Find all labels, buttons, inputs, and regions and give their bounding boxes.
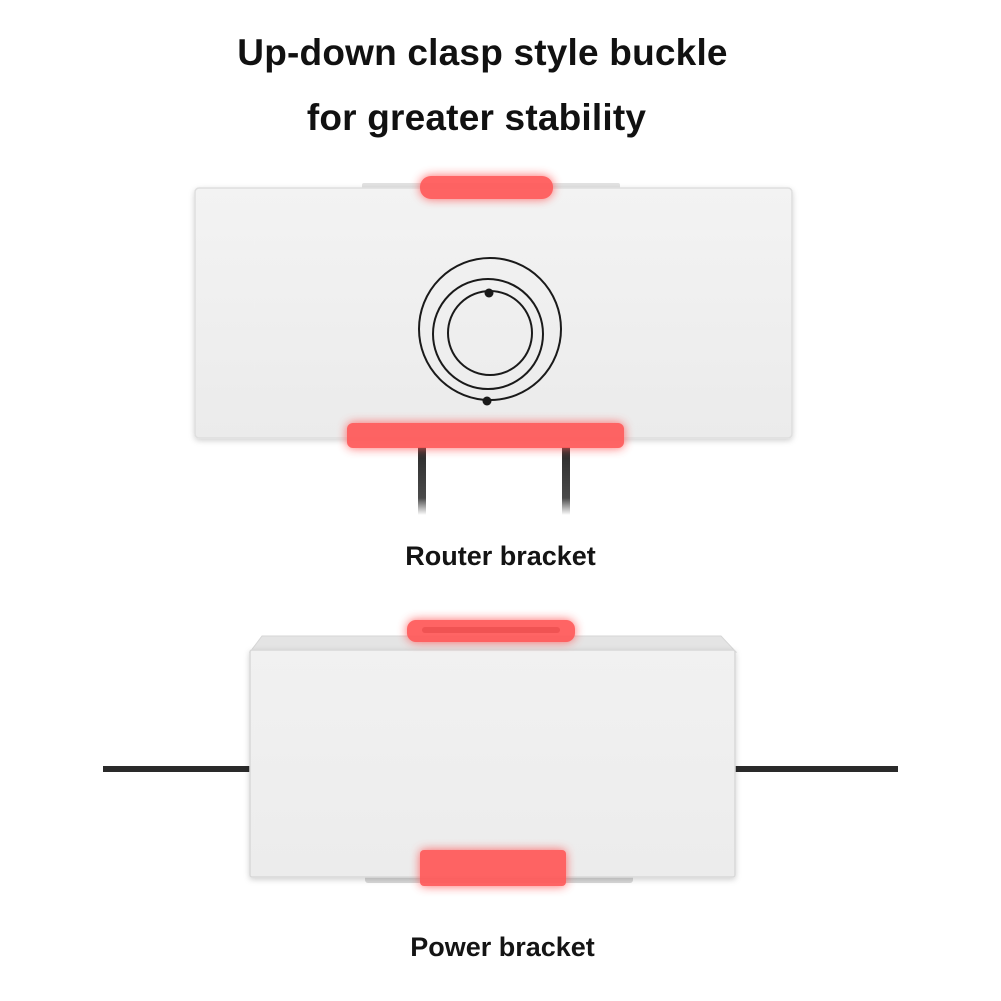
router-top-clasp: [420, 176, 553, 199]
router-bottom-clasp: [347, 423, 624, 448]
power-cable-left: [103, 766, 253, 772]
router-bracket-caption: Router bracket: [405, 541, 596, 571]
router-cable-left: [418, 447, 426, 515]
headline-line-2: for greater stability: [306, 97, 647, 138]
power-bottom-clasp: [420, 850, 566, 886]
concentric-circles-logo-icon: [418, 257, 562, 406]
router-cable-right: [562, 447, 570, 515]
power-cable-right: [730, 766, 898, 772]
power-bracket-caption: Power bracket: [410, 932, 595, 962]
headline-line-1: Up-down clasp style buckle: [237, 32, 728, 73]
power-box: [249, 649, 736, 878]
